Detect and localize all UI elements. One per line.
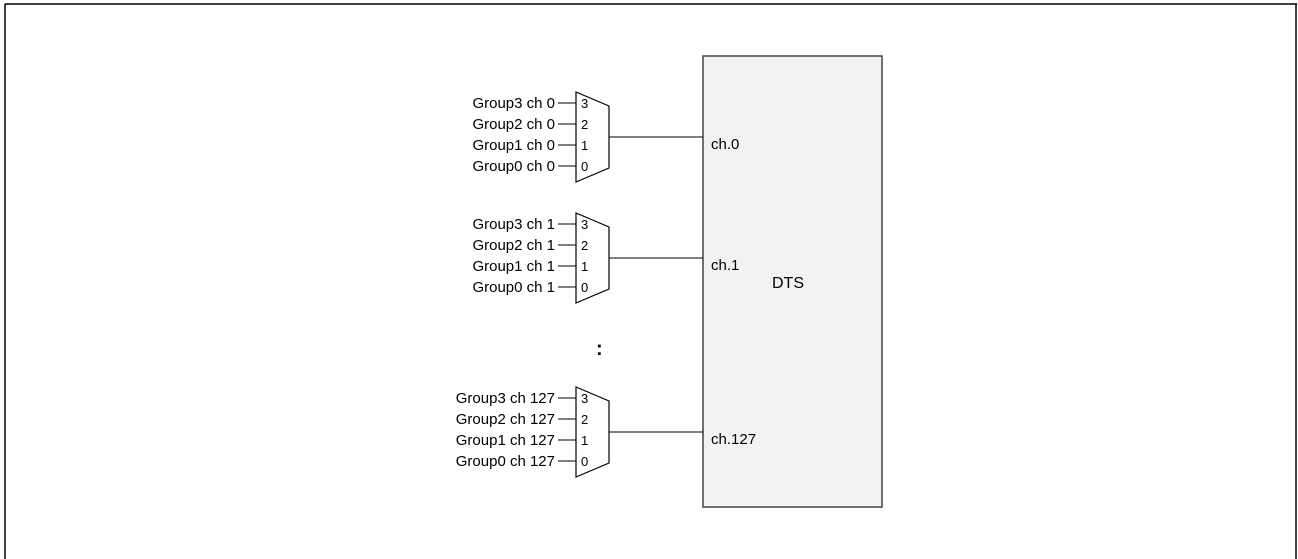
input-label: Group1 ch 0	[472, 137, 555, 154]
mux-shape	[575, 212, 610, 304]
mux-pin-label: 3	[581, 391, 588, 406]
input-label: Group1 ch 1	[472, 258, 555, 275]
input-label: Group0 ch 0	[472, 158, 555, 175]
mux-pin-label: 3	[581, 96, 588, 111]
mux-pin-label: 3	[581, 217, 588, 232]
mux-pin-label: 2	[581, 238, 588, 253]
input-label: Group1 ch 127	[456, 432, 555, 449]
input-label: Group2 ch 1	[472, 237, 555, 254]
input-label: Group3 ch 1	[472, 216, 555, 233]
dts-port-label: ch.1	[711, 257, 739, 274]
input-label: Group0 ch 127	[456, 453, 555, 470]
dts-label: DTS	[772, 275, 804, 292]
mux-shape	[575, 386, 610, 478]
mux-pin-label: 0	[581, 159, 588, 174]
ellipsis-label: :	[596, 338, 603, 360]
mux-pin-label: 0	[581, 454, 588, 469]
dts-port-label: ch.127	[711, 431, 756, 448]
dts-port-label: ch.0	[711, 136, 739, 153]
input-label: Group0 ch 1	[472, 279, 555, 296]
input-label: Group3 ch 0	[472, 95, 555, 112]
mux-pin-label: 2	[581, 412, 588, 427]
mux-shape	[575, 91, 610, 183]
input-label: Group2 ch 0	[472, 116, 555, 133]
input-label: Group2 ch 127	[456, 411, 555, 428]
mux-pin-label: 1	[581, 259, 588, 274]
dts-block	[702, 55, 883, 508]
mux-pin-label: 1	[581, 433, 588, 448]
mux-pin-label: 1	[581, 138, 588, 153]
mux-pin-label: 2	[581, 117, 588, 132]
input-label: Group3 ch 127	[456, 390, 555, 407]
mux-pin-label: 0	[581, 280, 588, 295]
